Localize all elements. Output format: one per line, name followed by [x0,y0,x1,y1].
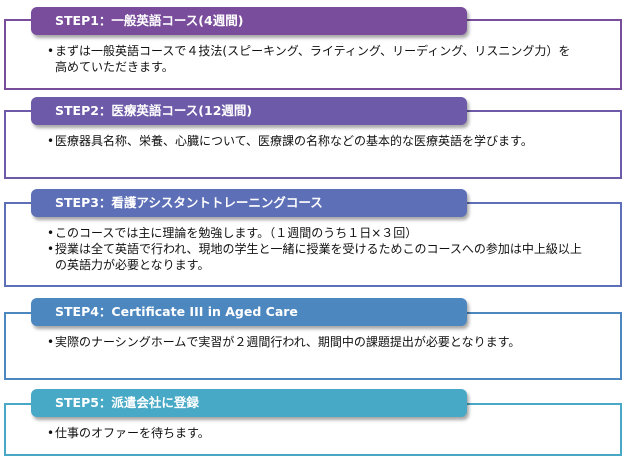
step-3-item: このコースでは主に理論を勉強します。（１週間のうち１日×３回） [47,225,582,241]
step-2: STEP2：医療英語コース(12週間) 医療器具名称、栄養、心臓について、医療課… [4,97,622,179]
step-5-items: 仕事のオファーを待ちます。 [47,425,582,441]
step-5-header: STEP5：派遣会社に登録 [31,389,467,417]
step-3-header: STEP3：看護アシスタントトレーニングコース [31,189,467,217]
step-4-item: 実際のナーシングホームで実習が２週間行われ、期間中の課題提出が必要となります。 [47,334,582,350]
step-2-header: STEP2：医療英語コース(12週間) [31,97,467,125]
step-2-items: 医療器具名称、栄養、心臓について、医療課の名称などの基本的な医療英語を学びます。 [47,133,582,149]
step-1-item: まずは一般英語コースで４技法(スピーキング、ライティング、リーディング、リスニン… [47,43,582,75]
step-2-item: 医療器具名称、栄養、心臓について、医療課の名称などの基本的な医療英語を学びます。 [47,133,582,149]
step-1-header: STEP1：一般英語コース(4週間) [31,7,467,35]
step-5-item: 仕事のオファーを待ちます。 [47,425,582,441]
step-1: STEP1：一般英語コース(4週間) まずは一般英語コースで４技法(スピーキング… [4,7,622,90]
step-3: STEP3：看護アシスタントトレーニングコース このコースでは主に理論を勉強しま… [4,189,622,287]
step-4-header: STEP4：Certificate III in Aged Care [31,298,467,326]
step-3-items: このコースでは主に理論を勉強します。（１週間のうち１日×３回） 授業は全て英語で… [47,225,582,273]
step-4: STEP4：Certificate III in Aged Care 実際のナー… [4,298,622,380]
step-4-items: 実際のナーシングホームで実習が２週間行われ、期間中の課題提出が必要となります。 [47,334,582,350]
step-1-items: まずは一般英語コースで４技法(スピーキング、ライティング、リーディング、リスニン… [47,43,582,75]
step-3-item: 授業は全て英語で行われ、現地の学生と一緒に授業を受けるためこのコースへの参加は中… [47,241,582,273]
step-5: STEP5：派遣会社に登録 仕事のオファーを待ちます。 [4,389,622,456]
